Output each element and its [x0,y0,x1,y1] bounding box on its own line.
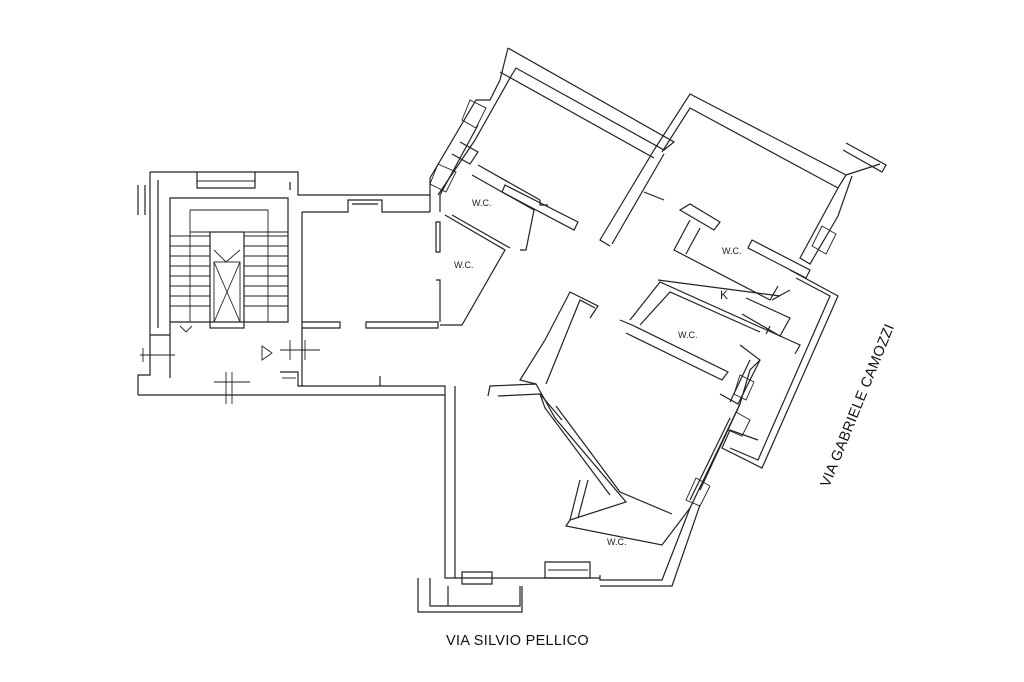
room-label-wc-4: W.C. [678,330,698,340]
staircase-block [137,171,445,404]
street-label-via-silvio-pellico: VIA SILVIO PELLICO [446,633,589,649]
room-label-kitchen: K [720,288,728,302]
room-label-wc-1: W.C. [472,198,492,208]
lower-left-area [417,395,600,613]
room-label-wc-5: W.C. [607,537,627,547]
room-label-wc-3: W.C. [722,246,742,256]
central-apartment [487,269,839,587]
street-label-via-gabriele-camozzi: VIA GABRIELE CAMOZZI [818,322,898,490]
hall-area [301,199,511,396]
room-label-wc-2: W.C. [454,260,474,270]
upper-wings [429,47,887,301]
